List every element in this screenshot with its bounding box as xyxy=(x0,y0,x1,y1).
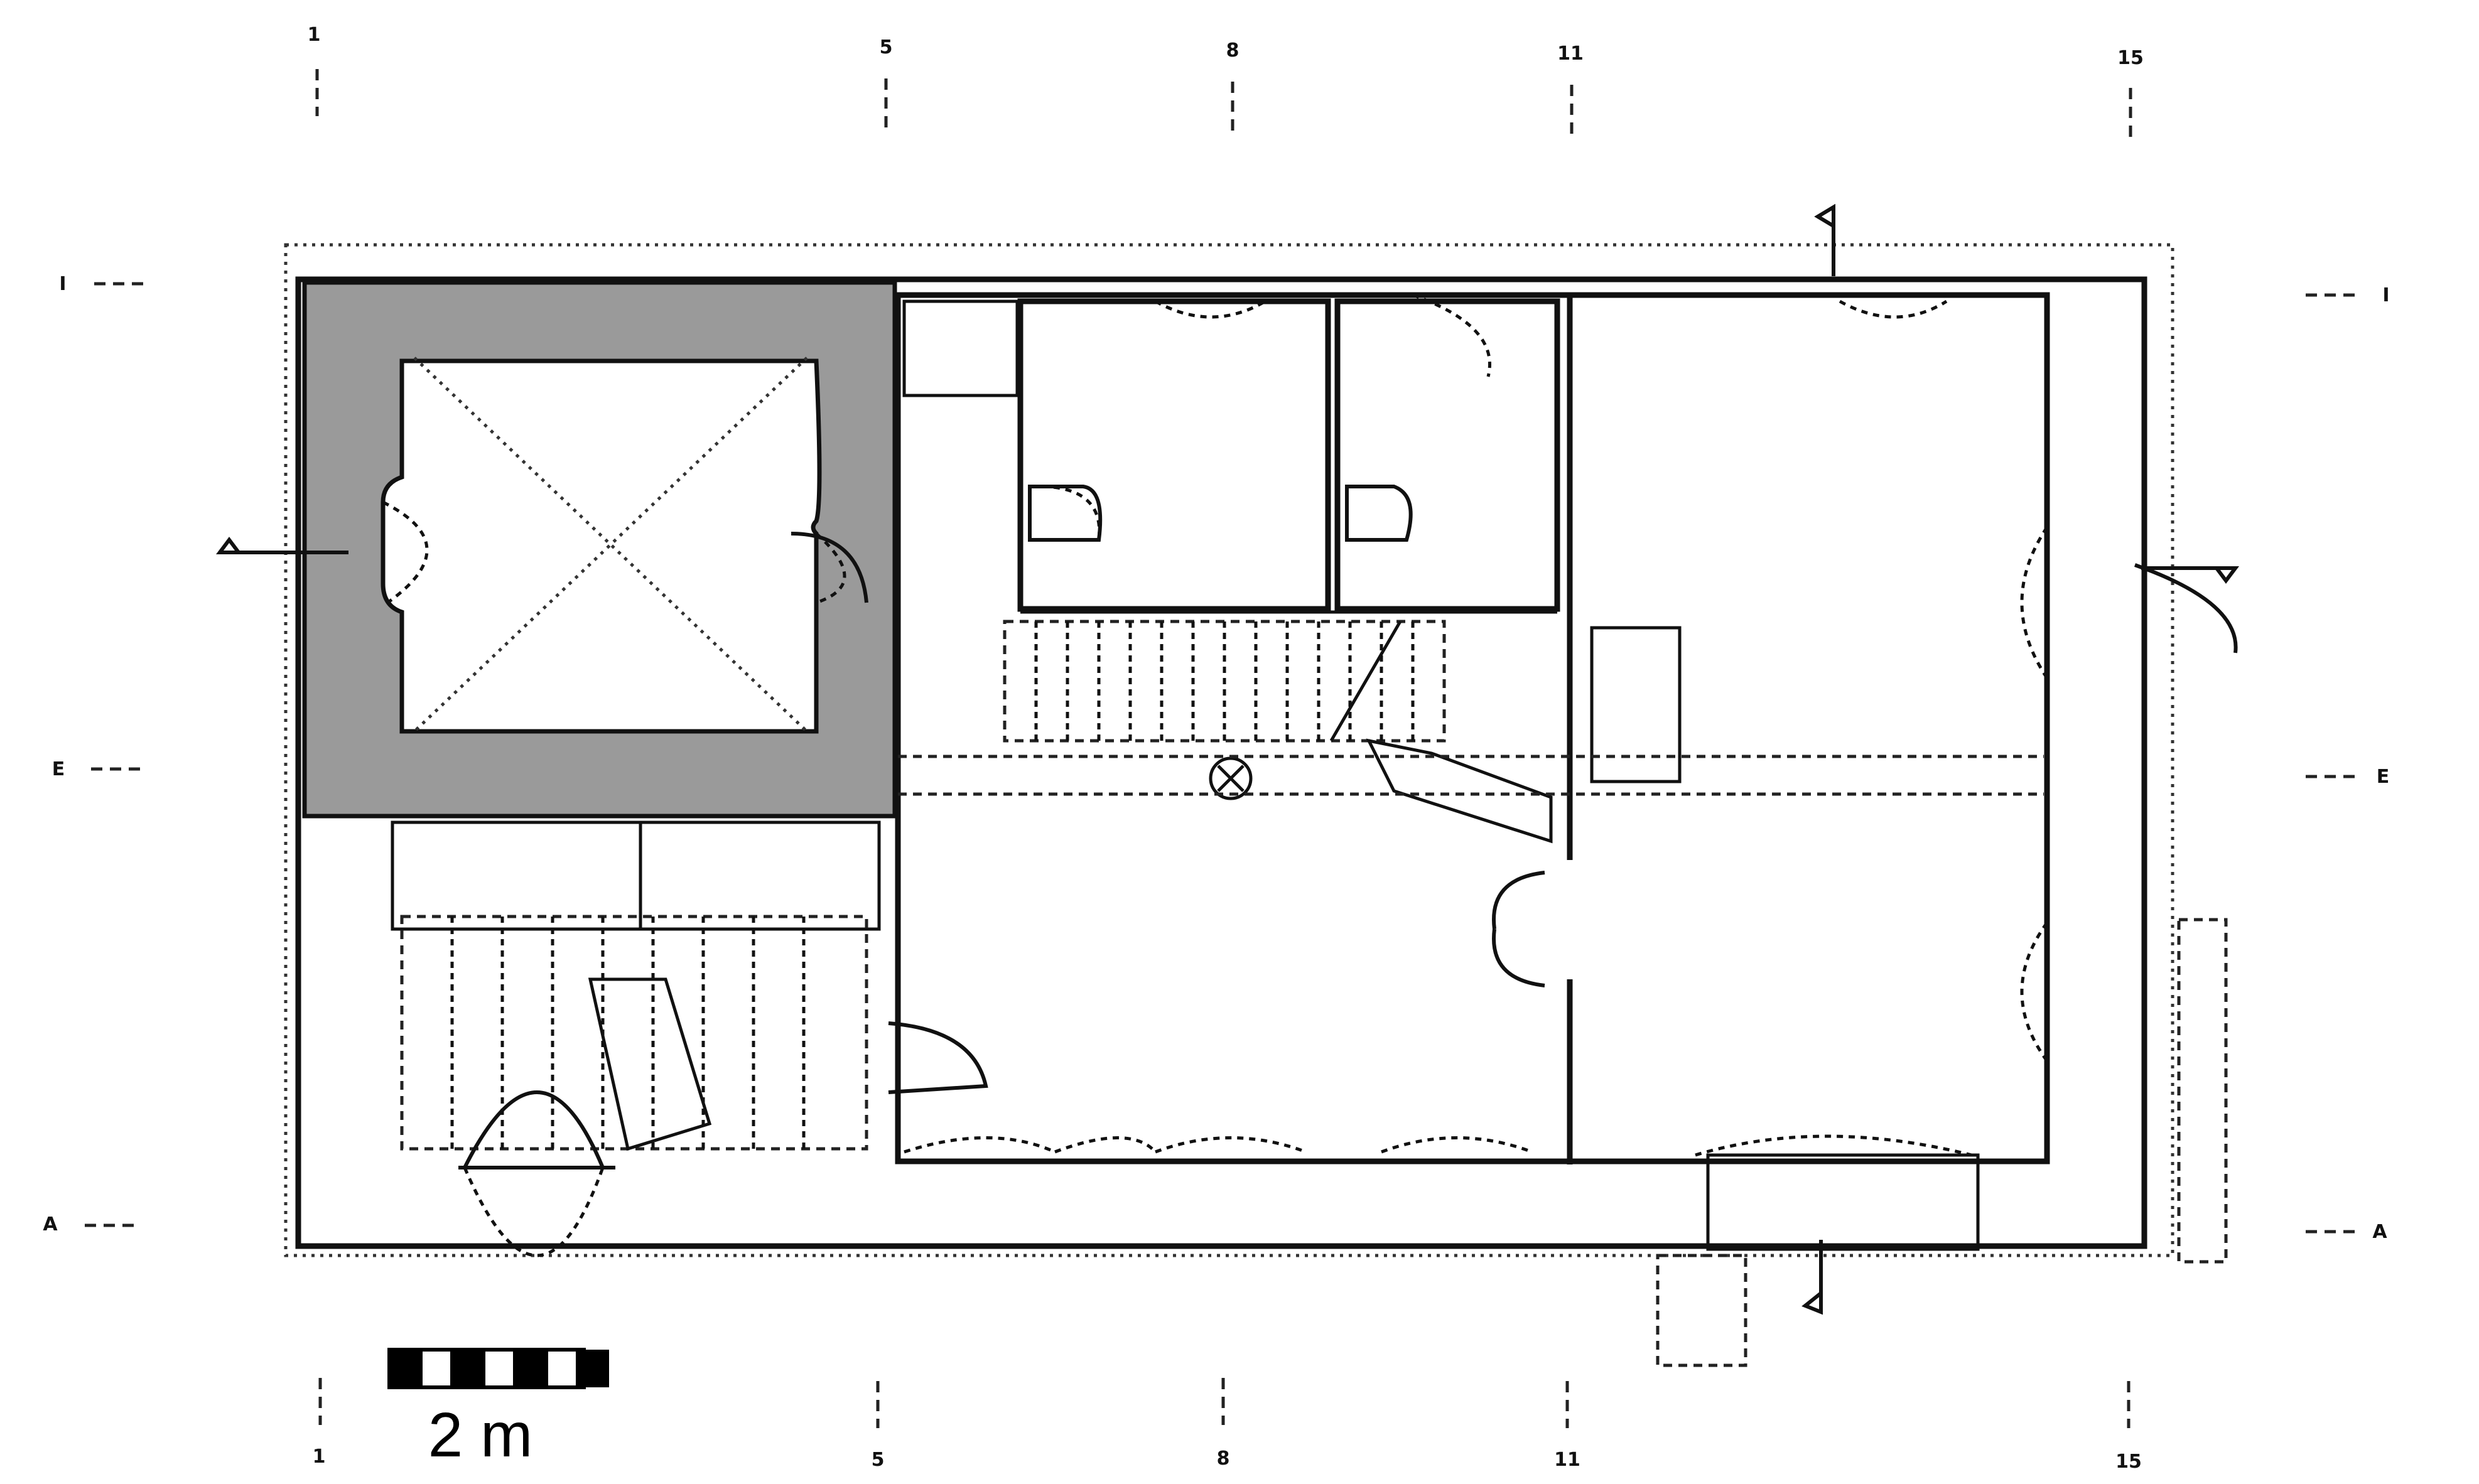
north-window-1 xyxy=(1154,299,1267,319)
central-double-door-2 xyxy=(1492,928,1545,987)
sw-door-south-swing xyxy=(463,1167,605,1257)
grid-ticks-bottom xyxy=(318,1378,2131,1428)
sw-side-door xyxy=(888,1021,988,1094)
grid-label-top-5: 5 xyxy=(880,36,893,58)
section-arrow-south xyxy=(1801,1240,1823,1315)
room-north-2 xyxy=(1334,298,1560,612)
grid-label-right-A: A xyxy=(2372,1221,2387,1243)
scale-bar-segment xyxy=(515,1350,546,1387)
grid-axes-top: 1 5 8 11 15 xyxy=(308,24,2144,69)
south-window-3 xyxy=(1155,1136,1307,1154)
grid-label-right-E: E xyxy=(2377,766,2390,788)
grid-label-bottom-5: 5 xyxy=(872,1449,885,1471)
grid-label-left-I: I xyxy=(59,273,66,295)
grid-axes-bottom: 1 5 8 11 15 xyxy=(313,1446,2142,1473)
scale-bar-frame xyxy=(387,1348,586,1389)
outer-wall-frame xyxy=(295,276,2147,1249)
vault-diagonal-2 xyxy=(413,357,808,733)
sw-room-1 xyxy=(391,820,642,931)
sw-stair-outline xyxy=(400,915,868,1151)
east-door-upper xyxy=(2134,563,2238,653)
grid-label-left-A: A xyxy=(43,1213,58,1235)
scale-bar: 2 m xyxy=(387,1348,609,1470)
section-markers xyxy=(216,203,2239,1367)
grid-ticks-top xyxy=(315,69,2132,138)
stair-landing-winder xyxy=(1366,738,1553,844)
survey-boundary xyxy=(284,243,2174,1257)
room-north-1-door-leaf xyxy=(1028,485,1103,542)
south-window-4 xyxy=(1381,1136,1533,1154)
central-staircase xyxy=(1003,620,1553,844)
grid-label-left-E: E xyxy=(52,758,65,780)
sw-stair-winder xyxy=(588,977,712,1151)
room-north-2-door-leaf xyxy=(1345,485,1413,542)
south-windows xyxy=(904,1134,1980,1251)
hearth-box xyxy=(1590,626,1682,783)
south-window-2 xyxy=(1054,1136,1157,1154)
east-window-upper xyxy=(2020,526,2049,679)
vault-diagonal-1 xyxy=(413,357,808,733)
grid-axes-right: I E A xyxy=(2306,284,2390,1243)
grid-label-bottom-15: 15 xyxy=(2115,1451,2142,1473)
grid-label-top-11: 11 xyxy=(1557,43,1584,65)
section-arrow-west xyxy=(216,537,348,554)
vaulted-chamber xyxy=(302,280,897,819)
outer-walls xyxy=(295,276,2147,1249)
north-rooms xyxy=(902,293,1948,614)
stair-direction-line xyxy=(1329,620,1402,742)
scale-bar-segment xyxy=(482,1348,517,1389)
room-north-1 xyxy=(1017,298,1331,612)
south-window-5 xyxy=(1695,1134,1972,1157)
grid-axes-left: I E A xyxy=(43,273,144,1235)
south-porch-outline xyxy=(1656,1254,1747,1367)
scale-bar-segment xyxy=(419,1348,454,1389)
stair-treads xyxy=(1034,621,1415,741)
central-double-door-1 xyxy=(1492,871,1545,930)
east-window-lower xyxy=(2020,922,2049,1062)
vault-walls xyxy=(302,280,897,819)
section-arrow-east xyxy=(2141,566,2239,584)
scale-bar-segment xyxy=(389,1350,421,1387)
south-window-1 xyxy=(904,1136,1056,1154)
vault-east-door-leaf xyxy=(791,532,868,603)
well-circle xyxy=(1209,756,1253,800)
scale-bar-segment xyxy=(544,1348,580,1389)
sw-door-arch xyxy=(463,1090,605,1169)
north-window-2 xyxy=(1839,299,1948,319)
grid-label-right-I: I xyxy=(2382,284,2389,306)
south-west-rooms xyxy=(391,820,988,1257)
south-bay xyxy=(1706,1153,1980,1251)
scale-bar-label: 2 m xyxy=(428,1400,533,1470)
grid-label-bottom-1: 1 xyxy=(313,1446,326,1468)
inner-wall-frame xyxy=(895,292,2050,1164)
scale-bar-segment xyxy=(452,1350,483,1387)
grid-label-top-15: 15 xyxy=(2117,47,2144,69)
east-hall xyxy=(898,295,2238,1164)
well-cross-2 xyxy=(1217,765,1245,792)
sw-stair-treads xyxy=(450,917,806,1149)
grid-label-bottom-11: 11 xyxy=(1554,1449,1580,1471)
section-arrow-north xyxy=(1814,203,1835,276)
grid-label-top-1: 1 xyxy=(308,24,321,46)
vault-west-door-swing xyxy=(382,500,429,608)
room-north-1-door-swing xyxy=(1029,485,1101,540)
grid-label-top-8: 8 xyxy=(1226,40,1240,62)
vault-east-door-swing xyxy=(815,532,846,605)
room-north-2-door-swing xyxy=(1412,293,1491,377)
north-entry-niche xyxy=(902,299,1019,397)
grid-label-bottom-8: 8 xyxy=(1217,1448,1230,1470)
east-porch-outline xyxy=(2177,918,2228,1264)
sw-room-2 xyxy=(639,820,881,931)
